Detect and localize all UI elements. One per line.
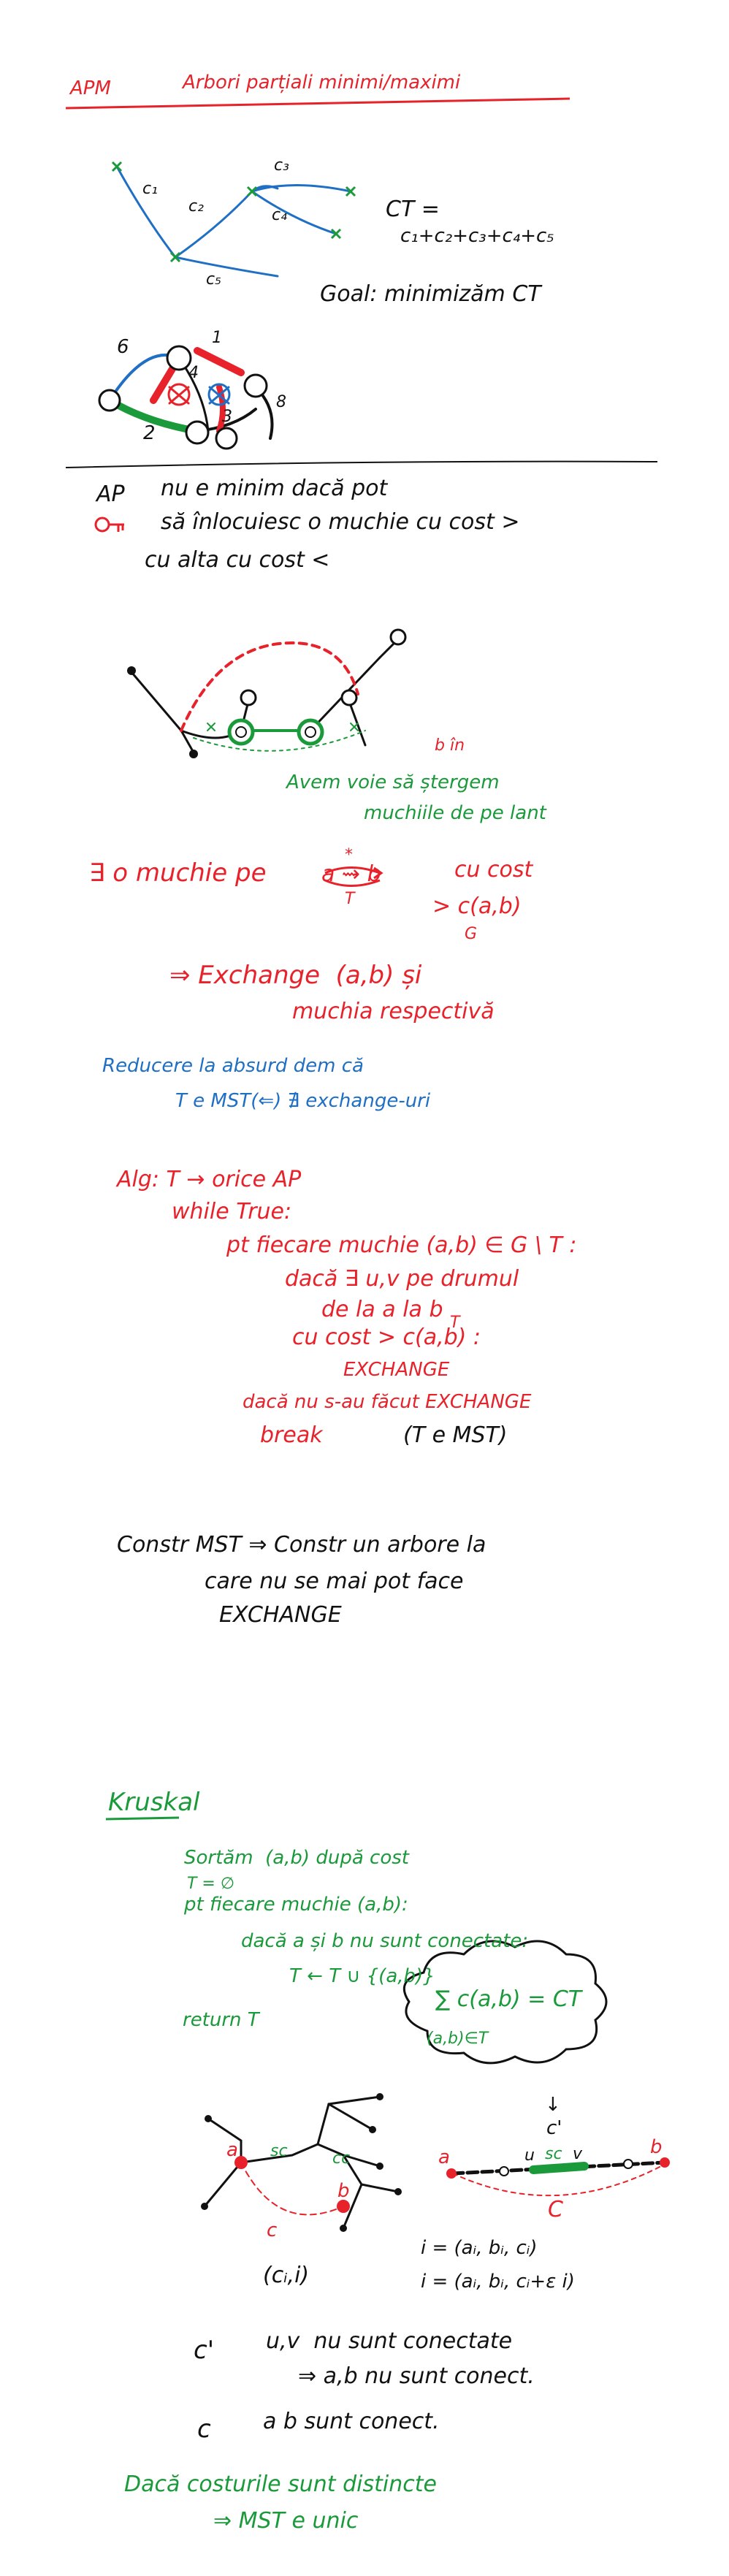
weight-3: 3 [222,408,232,426]
cost-gt: > c(a,b) [432,893,522,919]
absurd-line-2: T e MST(⇐) ∄ exchange-uri [175,1090,431,1112]
ap-line1: nu e minim dacă pot [161,476,388,501]
kruskal-underline [105,1816,180,1821]
conclusion-c: c [197,2415,211,2444]
edge-label-c1: c₁ [142,180,158,198]
absurd-line-1: Reducere la absurd dem că [102,1055,364,1077]
path-line-diagram [446,2157,670,2197]
kruskal-title: Kruskal [108,1788,200,1817]
alg-break: break [260,1422,323,1448]
tree-label-a: a [226,2139,238,2161]
ap-line3: cu alta cu cost < [145,547,330,573]
weight-1: 1 [212,329,222,347]
header-apm: APM [70,77,111,99]
line-label-c: C [548,2197,563,2222]
conclusion-cp: c' [194,2336,215,2365]
green-note-1: Avem voie să ștergem [286,771,500,793]
alg-exchange: EXCHANGE [343,1359,450,1381]
i-def-2: i = (aᵢ, bᵢ, cᵢ+ε i) [421,2271,575,2293]
line-label-sc: sc [545,2145,562,2163]
edge-label-c4: c₄ [272,206,287,224]
alg-line-3: pt fiecare muchie (a,b) ∈ G \ T : [226,1232,577,1258]
c-prime-label: c' [546,2117,562,2139]
alg-line-8: dacă nu s-au făcut EXCHANGE [243,1391,532,1413]
tree-leaf-marks [111,161,356,263]
tree-label-c: c [267,2219,278,2241]
unique-line-1: Dacă costurile sunt distincte [124,2472,437,2497]
ci-pair: (cᵢ,i) [263,2263,310,2288]
kruskal-tree-diagram [201,2093,402,2232]
path-a-b: a ⇝ b [321,861,381,887]
title-underline [65,97,570,110]
c-prime-arrow: ↓ [545,2094,561,2116]
edge-label-c2: c₂ [188,197,204,216]
kruskal-line-5: T ← T ∪ {(a,b)} [289,1965,435,1987]
ct-sum: c₁+c₂+c₃+c₄+c₅ [400,225,554,247]
green-note-2: muchiile de pe lant [364,802,546,824]
weighted-tree-diagram [115,165,352,278]
line-label-b: b [650,2136,663,2158]
kruskal-bullet-2: T = ∅ [187,1875,235,1893]
b-in-note: b în [435,736,465,755]
alg-line-2: while True: [172,1199,292,1224]
construct-line-2: care nu se mai pot face [205,1569,464,1594]
conclusion-line-3: a b sunt conect. [263,2409,440,2434]
ct-label: CT = [386,197,440,222]
path-arrow [324,866,383,887]
conclusion-line-1: u,v nu sunt conectate [266,2328,513,2354]
section-separator [65,460,658,468]
construct-line-1: Constr MST ⇒ Constr un arbore la [117,1532,486,1558]
key-icon [94,517,124,533]
weight-8: 8 [276,393,286,411]
exchange-line-2: muchia respectivă [292,999,495,1024]
edge-label-c5: c₅ [206,270,221,289]
path-star: * [345,846,353,864]
header-title: Arbori parțiali minimi/maximi [183,72,461,94]
weight-6: 6 [117,336,129,358]
kruskal-bullet-3: pt fiecare muchie (a,b): [184,1894,408,1916]
exchange-line-1: ⇒ Exchange (a,b) și [169,961,422,990]
exists-edge: ∃ o muchie pe [89,858,267,888]
small-graph [98,345,274,450]
graph-g: G [465,925,478,943]
cost-label: cu cost [454,857,533,883]
ap-line2: să înlocuiesc o muchie cu cost > [161,509,520,535]
alg-line-5-sub: T [450,1314,460,1332]
alg-line-1: Alg: T → orice AP [117,1167,302,1192]
tree-label-sc: sc [270,2142,288,2160]
alg-break-note: (T e MST) [403,1422,508,1448]
cloud-sub: (a,b)∈T [427,2030,489,2048]
conclusion-line-2: ⇒ a,b nu sunt conect. [298,2363,535,2389]
weight-4: 4 [188,364,199,382]
kruskal-bullet-1: Sortăm (a,b) după cost [184,1847,409,1869]
goal-text: Goal: minimizăm CT [320,281,541,307]
exchange-tree-diagram [127,628,407,758]
ap-label: AP [96,481,125,507]
weight-2: 2 [143,422,156,444]
line-label-u: u [524,2146,535,2165]
sum-cloud [402,1940,608,2065]
alg-line-6: cu cost > c(a,b) : [292,1325,481,1350]
unique-line-2: ⇒ MST e unic [213,2508,359,2534]
edge-label-c3: c₃ [274,156,289,175]
kruskal-return: return T [183,2009,259,2031]
tree-label-cc: cc [332,2149,351,2168]
alg-line-4: dacă ∃ u,v pe drumul [285,1266,519,1292]
cloud-sum: ∑ c(a,b) = CT [435,1986,582,2012]
line-label-a: a [438,2146,450,2168]
construct-line-3: EXCHANGE [219,1602,342,1628]
kruskal-line-4: dacă a și b nu sunt conectate: [241,1930,529,1952]
line-label-v: v [573,2145,583,2163]
alg-line-5: de la a la b [321,1297,443,1322]
i-def-1: i = (aᵢ, bᵢ, cᵢ) [421,2237,538,2259]
tree-label-b: b [337,2180,350,2202]
path-tree-t: T [345,890,355,908]
